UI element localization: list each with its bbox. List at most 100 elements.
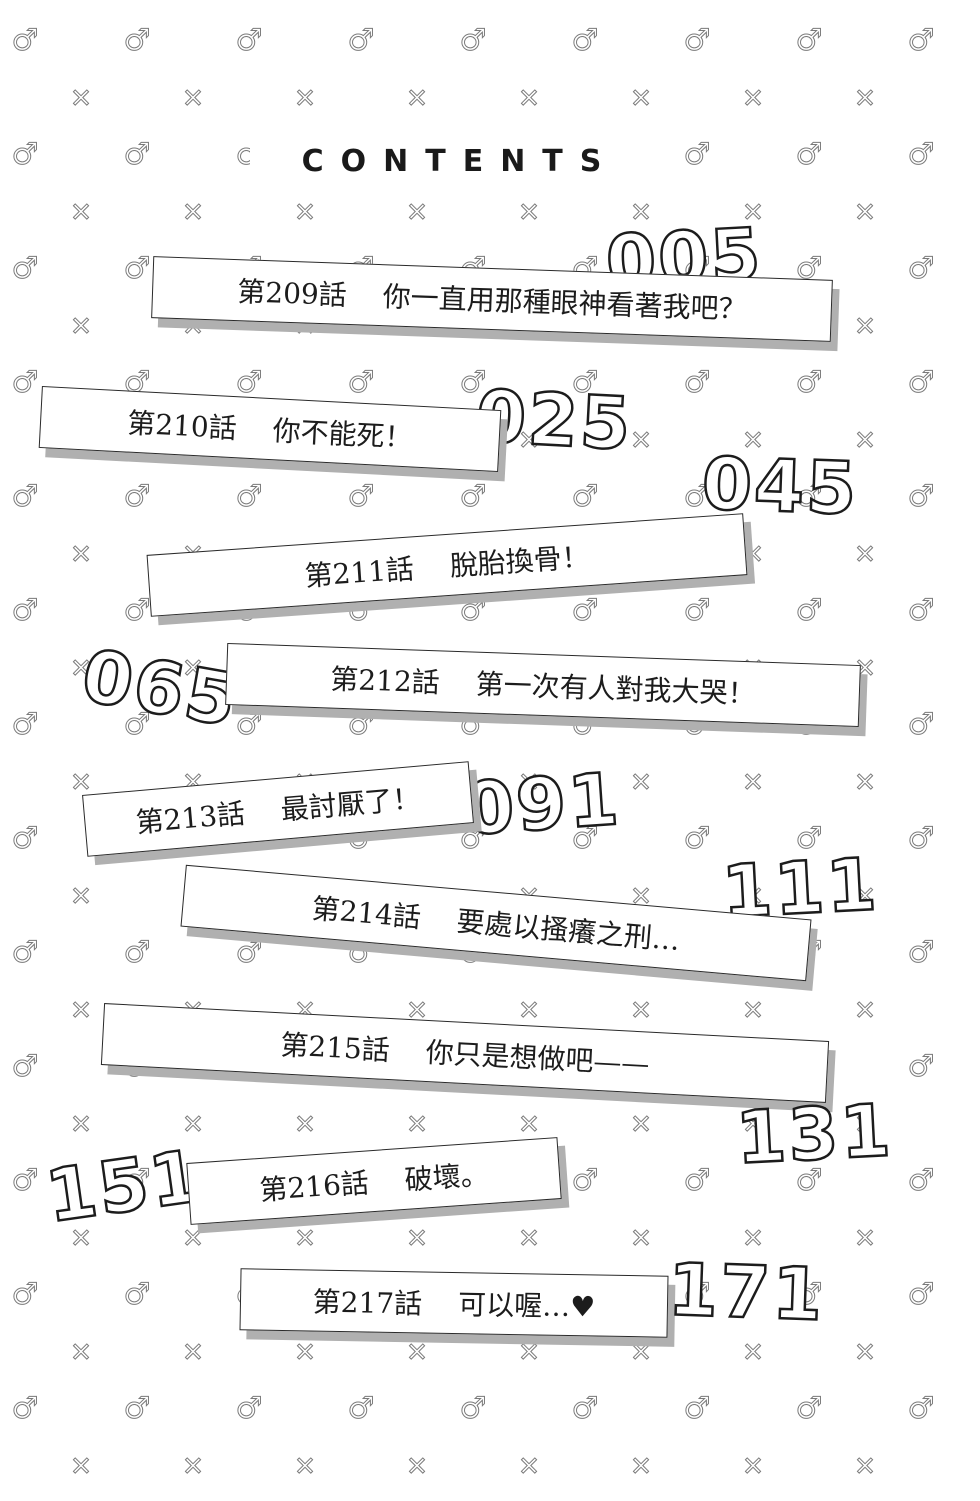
male-symbol-icon: ♂ [908,707,935,742]
cross-symbol-icon: ✕ [70,882,92,912]
chapter-215-title: 你只是想做吧—— [424,1035,651,1081]
male-symbol-icon: ♂ [12,707,39,742]
page-number-045[interactable]: 045 [699,440,861,532]
male-symbol-icon: ♂ [460,23,487,58]
chapter-212-title: 第一次有人對我大哭！ [475,667,757,711]
page-number-091[interactable]: 091 [460,755,624,852]
male-symbol-icon: ♂ [684,1163,711,1198]
male-symbol-icon: ♂ [124,1277,151,1312]
cross-symbol-icon: ✕ [406,1110,428,1140]
male-symbol-icon: ♂ [908,1391,935,1426]
chapter-213-title: 最討厭了！ [279,781,422,827]
male-symbol-icon: ♂ [460,1391,487,1426]
male-symbol-icon: ♂ [684,137,711,172]
cross-symbol-icon: ✕ [854,768,876,798]
cross-symbol-icon: ✕ [630,1452,652,1482]
cross-symbol-icon: ✕ [518,426,540,456]
cross-symbol-icon: ✕ [406,1224,428,1254]
male-symbol-icon: ♂ [796,23,823,58]
male-symbol-icon: ♂ [908,821,935,856]
male-symbol-icon: ♂ [796,1391,823,1426]
cross-symbol-icon: ✕ [182,1224,204,1254]
chapter-217-title: 可以喔…♥ [457,1288,596,1324]
cross-symbol-icon: ✕ [518,1338,540,1368]
cross-symbol-icon: ✕ [854,882,876,912]
cross-symbol-icon: ✕ [182,1452,204,1482]
cross-symbol-icon: ✕ [630,198,652,228]
cross-symbol-icon: ✕ [182,84,204,114]
male-symbol-icon: ♂ [908,1049,935,1084]
male-symbol-icon: ♂ [684,1277,711,1312]
cross-symbol-icon: ✕ [630,1338,652,1368]
chapter-213-number: 第213話 [134,796,247,840]
cross-symbol-icon: ✕ [182,198,204,228]
male-symbol-icon: ♂ [236,365,263,400]
male-symbol-icon: ♂ [12,1163,39,1198]
cross-symbol-icon: ✕ [294,1110,316,1140]
cross-symbol-icon: ✕ [742,882,764,912]
male-symbol-icon: ♂ [908,23,935,58]
male-symbol-icon: ♂ [460,479,487,514]
male-symbol-icon: ♂ [908,1277,935,1312]
cross-symbol-icon: ✕ [518,768,540,798]
male-symbol-icon: ♂ [12,479,39,514]
cross-symbol-icon: ✕ [854,996,876,1026]
male-symbol-icon: ♂ [684,365,711,400]
cross-symbol-icon: ✕ [70,768,92,798]
chapter-212-number: 第212話 [329,662,441,700]
cross-symbol-icon: ✕ [70,312,92,342]
male-symbol-icon: ♂ [12,1049,39,1084]
chapter-217-number: 第217話 [312,1285,423,1321]
cross-symbol-icon: ✕ [854,84,876,114]
cross-symbol-icon: ✕ [742,1110,764,1140]
male-symbol-icon: ♂ [12,1277,39,1312]
male-symbol-icon: ♂ [908,251,935,286]
cross-symbol-icon: ✕ [630,84,652,114]
cross-symbol-icon: ✕ [742,1224,764,1254]
male-symbol-icon: ♂ [572,23,599,58]
male-symbol-icon: ♂ [908,365,935,400]
cross-symbol-icon: ✕ [854,1110,876,1140]
male-symbol-icon: ♂ [572,365,599,400]
male-symbol-icon: ♂ [236,935,263,970]
cross-symbol-icon: ✕ [406,1338,428,1368]
male-symbol-icon: ♂ [348,23,375,58]
page-number-131[interactable]: 131 [733,1087,896,1182]
cross-symbol-icon: ✕ [406,84,428,114]
cross-symbol-icon: ✕ [854,312,876,342]
male-symbol-icon: ♂ [572,479,599,514]
male-symbol-icon: ♂ [684,479,711,514]
cross-symbol-icon: ✕ [630,996,652,1026]
chapter-209-number: 第209話 [236,275,348,312]
male-symbol-icon: ♂ [572,1391,599,1426]
male-symbol-icon: ♂ [348,1391,375,1426]
male-symbol-icon: ♂ [796,479,823,514]
chapter-216-number: 第216話 [258,1166,370,1207]
male-symbol-icon: ♂ [12,137,39,172]
cross-symbol-icon: ✕ [70,996,92,1026]
cross-symbol-icon: ✕ [630,1110,652,1140]
chapter-216-title: 破壞。 [403,1158,490,1197]
cross-symbol-icon: ✕ [406,198,428,228]
chapter-215-number: 第215話 [279,1028,391,1068]
cross-symbol-icon: ✕ [630,768,652,798]
cross-symbol-icon: ✕ [518,1110,540,1140]
male-symbol-icon: ♂ [460,821,487,856]
cross-symbol-icon: ✕ [854,1452,876,1482]
cross-symbol-icon: ✕ [70,1452,92,1482]
contents-title: CONTENTS [250,138,670,185]
male-symbol-icon: ♂ [12,593,39,628]
cross-symbol-icon: ✕ [518,996,540,1026]
chapter-217-strip[interactable]: 第217話 可以喔…♥ [239,1268,669,1338]
cross-symbol-icon: ✕ [182,654,204,684]
cross-symbol-icon: ✕ [294,198,316,228]
male-symbol-icon: ♂ [572,821,599,856]
male-symbol-icon: ♂ [796,1163,823,1198]
male-symbol-icon: ♂ [572,593,599,628]
chapter-211-number: 第211話 [303,552,416,593]
page-number-171[interactable]: 171 [665,1246,827,1338]
chapter-214-title: 要處以搔癢之刑… [455,904,682,958]
male-symbol-icon: ♂ [572,1163,599,1198]
cross-symbol-icon: ✕ [518,84,540,114]
page-number-151[interactable]: 151 [40,1132,209,1239]
